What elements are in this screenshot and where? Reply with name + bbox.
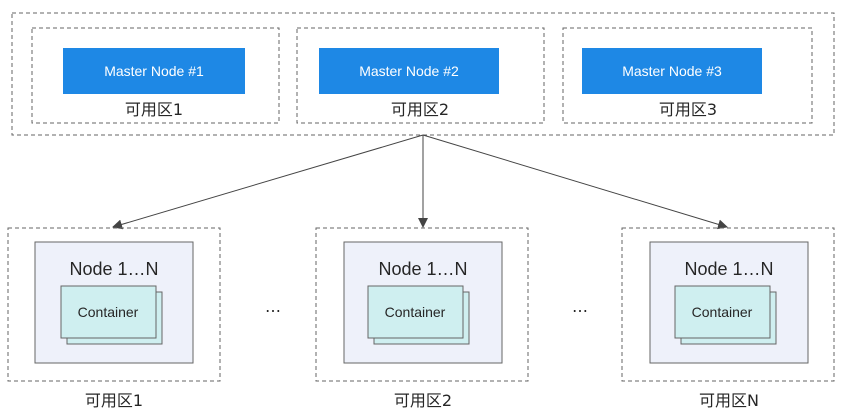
container-1-label: Container <box>78 304 139 320</box>
worker-zone-2-border <box>315 227 529 382</box>
worker-zone-3-label: 可用区N <box>699 391 759 410</box>
ellipsis-separator-1: … <box>265 297 281 316</box>
container-2 <box>367 285 464 339</box>
worker-zone-3: Node 1…N Container 可用区N <box>621 227 835 410</box>
worker-zone-2-label: 可用区2 <box>394 391 452 410</box>
node-box-1-label: Node 1…N <box>69 259 158 279</box>
worker-zone-3-border <box>621 227 835 382</box>
container-3 <box>674 285 771 339</box>
control-zone-2: Master Node #2 可用区2 <box>296 27 545 124</box>
arrow-to-worker-zone-3 <box>422 134 728 230</box>
worker-zone-1-border <box>7 227 221 382</box>
worker-zone-1: Node 1…N Container 可用区1 <box>7 227 221 410</box>
master-node-2 <box>319 48 499 94</box>
control-zone-1-label: 可用区1 <box>125 100 183 119</box>
control-zone-1-border <box>31 27 280 124</box>
container-1 <box>60 285 157 339</box>
node-box-3-label: Node 1…N <box>684 259 773 279</box>
container-3-label: Container <box>692 304 753 320</box>
arrow-to-worker-zone-1 <box>112 134 424 230</box>
control-zone-3-border <box>562 27 813 124</box>
control-zone-1: Master Node #1 可用区1 <box>31 27 280 124</box>
master-node-1-label: Master Node #1 <box>104 63 204 79</box>
worker-zone-2: Node 1…N Container 可用区2 <box>315 227 529 410</box>
master-node-1 <box>63 48 245 94</box>
worker-zone-1-label: 可用区1 <box>85 391 143 410</box>
master-node-3-label: Master Node #3 <box>622 63 722 79</box>
control-zone-3: Master Node #3 可用区3 <box>562 27 813 124</box>
control-zone-2-border <box>296 27 545 124</box>
ellipsis-separator-2: … <box>572 297 588 316</box>
control-zone-2-label: 可用区2 <box>391 100 449 119</box>
control-zone-3-label: 可用区3 <box>659 100 717 119</box>
master-node-2-label: Master Node #2 <box>359 63 459 79</box>
node-box-2-label: Node 1…N <box>378 259 467 279</box>
container-2-label: Container <box>385 304 446 320</box>
master-node-3 <box>582 48 762 94</box>
